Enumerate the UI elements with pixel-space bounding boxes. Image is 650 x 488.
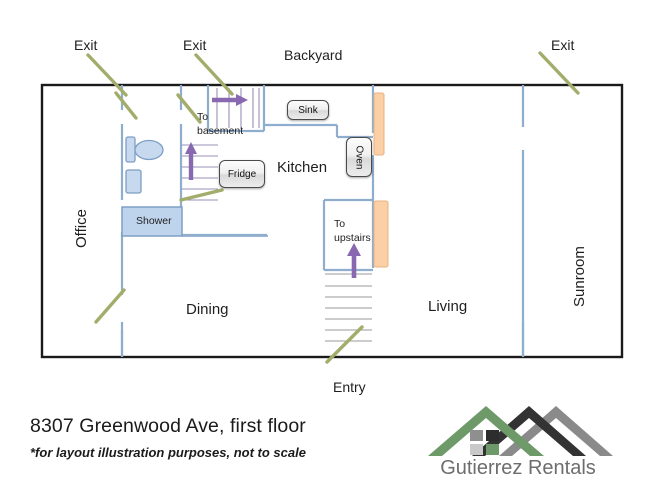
logo-window-bottom-left (470, 444, 483, 455)
appliance-oven: Oven (346, 137, 372, 177)
label-entry: Entry (333, 379, 366, 395)
stair-label-to-basement-line1: To (197, 111, 209, 123)
logo-window-bottom-right (486, 444, 499, 455)
stair-label-to-basement-line2: basement (197, 125, 244, 137)
door-swing-entry (325, 325, 364, 364)
appliance-fridge: Fridge (219, 160, 265, 188)
direction-arrows (185, 94, 361, 278)
room-label-office: Office (73, 209, 90, 248)
door-swing-lines (86, 51, 580, 364)
room-label-sunroom: Sunroom (571, 246, 588, 307)
page-subtitle: *for layout illustration purposes, not t… (30, 445, 306, 460)
basement-stair-treads (216, 88, 260, 128)
arrow-to-upstairs (347, 243, 361, 278)
bathroom-sink-icon (125, 169, 142, 194)
window-block-lower (373, 200, 389, 268)
logo-roof-gray (499, 406, 613, 456)
stair-label-to-upstairs-line2: upstairs (334, 232, 371, 244)
label-exit-right: Exit (551, 37, 575, 53)
label-exit-left: Exit (74, 37, 98, 53)
door-swing-exit-mid-outer (194, 53, 234, 96)
room-label-kitchen: Kitchen (277, 159, 328, 176)
appliance-fridge-label: Fridge (227, 168, 257, 180)
toilet-bowl-icon (134, 139, 164, 161)
shower-box (121, 206, 183, 237)
room-label-living: Living (428, 298, 468, 315)
label-backyard: Backyard (284, 47, 343, 63)
appliance-oven-label: Oven (353, 145, 365, 169)
interior-walls (120, 85, 525, 357)
door-swing-exit-mid-inner (176, 93, 202, 124)
door-swing-exit-right (538, 51, 580, 95)
stair-label-to-upstairs-line1: To (334, 218, 346, 230)
door-swing-office (94, 288, 126, 324)
logo-roofs-icon (428, 406, 613, 456)
toilet-tank-icon (125, 136, 136, 163)
brand-name: Gutierrez Rentals (440, 457, 596, 479)
logo-window-top-left (470, 430, 483, 441)
label-exit-mid: Exit (183, 37, 207, 53)
door-swing-bath (179, 188, 224, 202)
arrow-lower-stairs (185, 142, 197, 180)
window-block-upper (373, 92, 385, 156)
appliance-sink: Sink (287, 100, 329, 120)
title-block: 8307 Greenwood Ave, first floor *for lay… (30, 415, 400, 460)
logo-window-top-right (486, 430, 499, 441)
arrow-to-basement (212, 94, 248, 106)
logo-roof-green (428, 406, 544, 456)
bathroom-fixtures (125, 136, 164, 194)
door-swing-exit-left-inner (114, 91, 138, 120)
door-swing-exit-left-outer (86, 53, 128, 97)
logo-roof-dark (472, 406, 586, 456)
page-title: 8307 Greenwood Ave, first floor (30, 415, 306, 437)
room-label-dining: Dining (186, 301, 229, 318)
fixture-label-shower: Shower (136, 215, 172, 227)
appliance-sink-label: Sink (298, 104, 318, 116)
brand-logo: Gutierrez Rentals (408, 400, 628, 480)
